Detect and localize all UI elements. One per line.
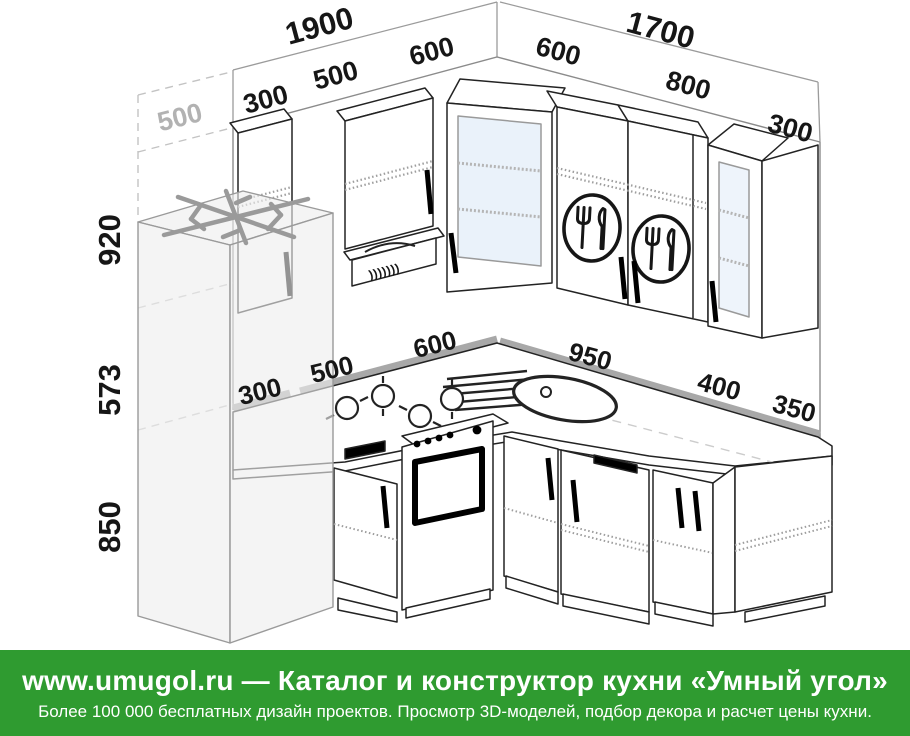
dim-left-wall-total: 1900	[281, 0, 357, 52]
dim-height-920: 920	[92, 214, 127, 266]
dim-right-wall-total: 1700	[623, 4, 699, 56]
dim-upper-left-500: 500	[310, 55, 361, 96]
base-cabinet-sink	[560, 449, 650, 625]
oven-knobs	[413, 425, 482, 448]
kitchen-diagram: )))))))	[92, 0, 833, 644]
wall-cabinet-500	[336, 87, 434, 250]
burner	[398, 403, 442, 429]
dim-height-573: 573	[92, 364, 127, 416]
burner	[325, 395, 369, 421]
wall-cabinet-800	[617, 104, 709, 323]
wall-cabinet-glass-300	[707, 123, 819, 339]
base-cabinet-corner-400	[652, 469, 714, 627]
dim-upper-right-600: 600	[533, 31, 584, 72]
dim-upper-left-600: 600	[406, 31, 457, 72]
promo-banner: www.umugol.ru — Каталог и конструктор ку…	[0, 650, 910, 736]
extractor-hood: )))))))	[343, 227, 445, 287]
wall-cabinet-corner-600	[446, 78, 566, 293]
dim-niche-depth-500: 500	[154, 97, 205, 137]
banner-title: www.umugol.ru — Каталог и конструктор ку…	[22, 664, 888, 696]
wall-cabinets-right	[546, 90, 819, 339]
dim-upper-right-800: 800	[663, 65, 714, 106]
base-cabinet-left	[333, 440, 398, 623]
base-cabinet-corner-filler	[503, 435, 559, 605]
countertop	[232, 342, 833, 480]
wall-cabinet-600	[546, 90, 629, 306]
cooktop	[325, 376, 465, 429]
oven-door	[412, 446, 485, 526]
dimension-lines	[232, 1, 821, 143]
glass-pane	[718, 161, 750, 318]
burner	[370, 376, 396, 416]
banner-subtitle: Более 100 000 бесплатных дизайн проектов…	[38, 701, 872, 721]
burner	[439, 379, 465, 419]
dim-height-850: 850	[92, 501, 127, 553]
sink	[512, 374, 618, 424]
fridge-placeholder	[137, 191, 334, 644]
kitchen-plan-stage: )))))))	[92, 0, 833, 644]
glass-pane	[457, 115, 542, 267]
stove	[401, 413, 509, 619]
base-cabinet-end-350	[712, 455, 833, 623]
base-cabinets	[333, 413, 833, 627]
